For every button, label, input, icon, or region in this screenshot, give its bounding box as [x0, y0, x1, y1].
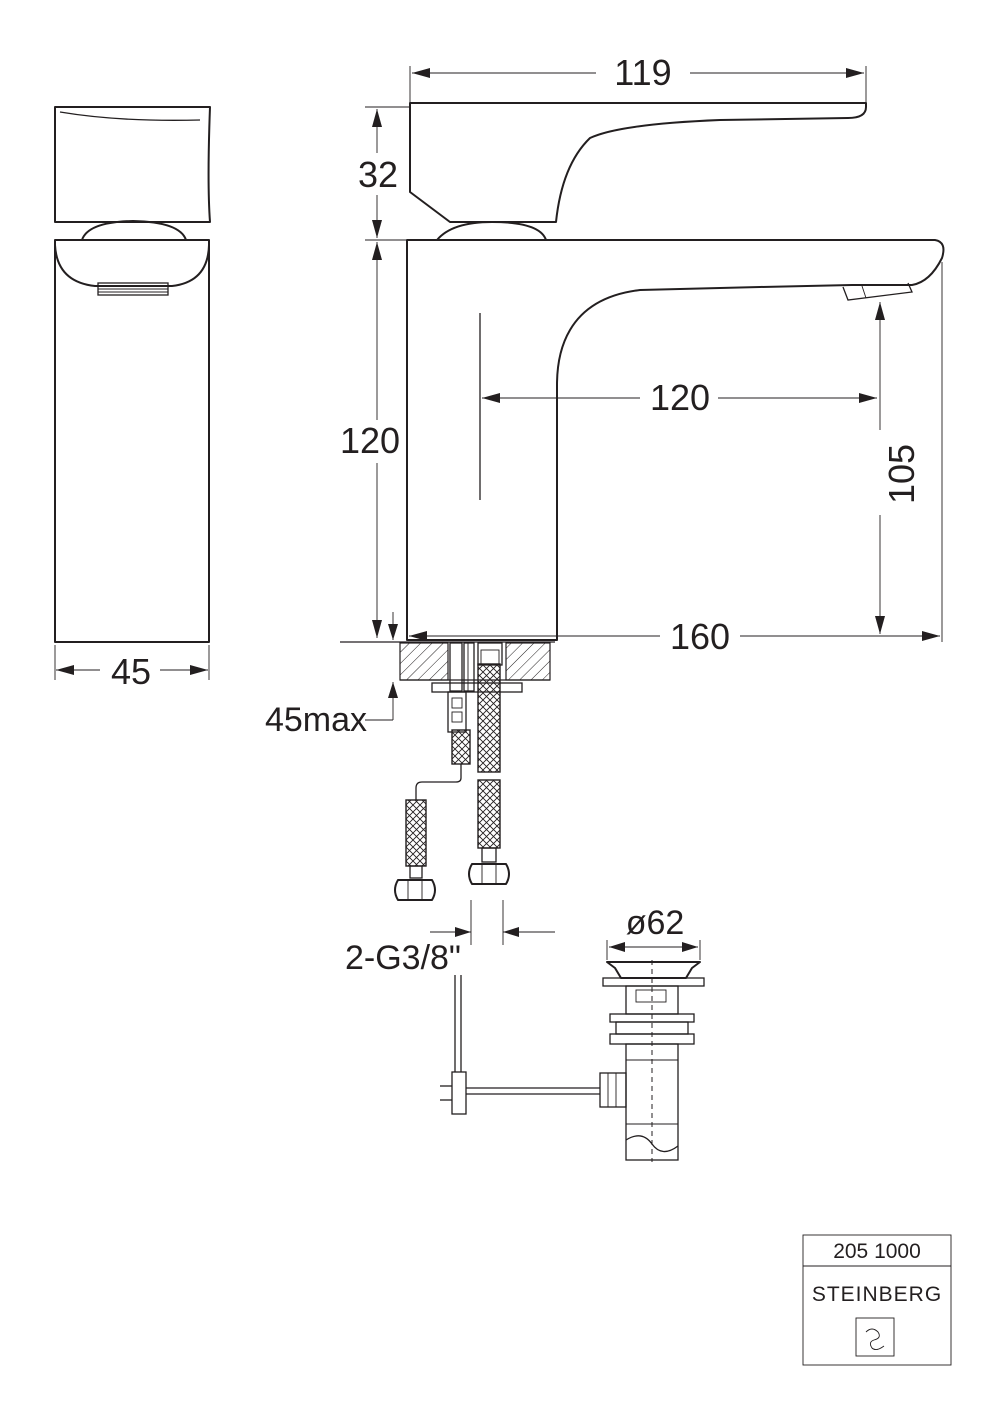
- front-cartridge-cap: [81, 220, 187, 241]
- hose-hot-upper: [451, 729, 471, 765]
- hose-cold-upper: [477, 663, 501, 773]
- spout-height-label: 105: [881, 444, 922, 504]
- front-lever: [54, 106, 211, 223]
- hose-nut-right: [468, 847, 510, 885]
- front-view: 45: [54, 106, 211, 692]
- spout-outlet: [842, 282, 913, 301]
- body-height-label: 120: [340, 420, 400, 461]
- hose-nut-left: [394, 865, 436, 901]
- dim-body-height: 120: [340, 239, 407, 638]
- dim-max-thickness: 45max: [265, 612, 398, 739]
- width-dimension: 45: [54, 645, 210, 692]
- title-block: 205 1000 STEINBERG: [802, 1234, 952, 1366]
- spout-reach-label: 120: [650, 377, 710, 418]
- hose-hot-lower: [405, 799, 427, 867]
- dim-overall-length: 160: [409, 262, 943, 657]
- article-number: 205 1000: [833, 1240, 921, 1263]
- hose-cold-lower: [477, 779, 501, 849]
- front-body: [54, 239, 210, 643]
- cartridge-dome: [436, 221, 547, 241]
- dim-lever-length: 119: [409, 52, 867, 103]
- dim-spout-reach: 120: [482, 377, 877, 418]
- side-lever: [409, 102, 867, 223]
- waste-diameter-label: ø62: [626, 904, 685, 942]
- popup-waste: ø62: [599, 904, 705, 1162]
- side-view: 119 32 120 120: [265, 52, 945, 1162]
- width-label: 45: [111, 651, 151, 692]
- dim-spout-height: 105: [875, 302, 922, 634]
- connection-thread-label: 2-G3/8": [345, 939, 461, 977]
- dim-connection-thread: 2-G3/8": [345, 900, 555, 977]
- max-thickness-label: 45max: [265, 701, 367, 739]
- lever-height-label: 32: [358, 154, 398, 195]
- countertop-section: [340, 641, 555, 681]
- overall-length-label: 160: [670, 616, 730, 657]
- brand-logo-icon: [855, 1317, 895, 1357]
- brand-name: STEINBERG: [812, 1283, 942, 1306]
- lever-length-label: 119: [614, 52, 671, 93]
- side-body-spout: [406, 239, 945, 641]
- flexible-hoses: [394, 663, 510, 901]
- dim-lever-height: 32: [358, 106, 410, 238]
- aerator: [97, 282, 169, 296]
- popup-rod: [440, 975, 600, 1115]
